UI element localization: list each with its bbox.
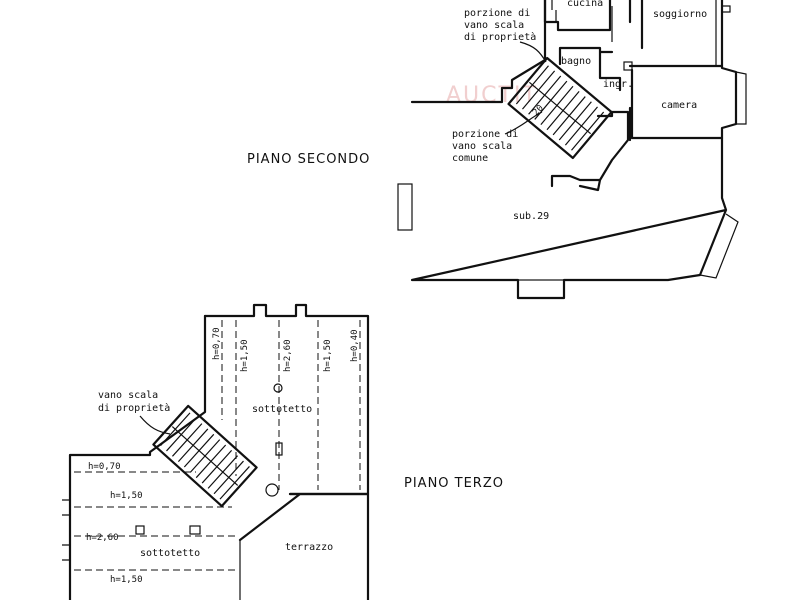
third-floor-stair xyxy=(152,404,258,508)
height-label-v3: h=2,60 xyxy=(283,339,293,372)
second-floor-plan: 20 cucina soggiorno bagno ingr. camera s… xyxy=(247,0,747,300)
third-stair-label-2: di proprietà xyxy=(98,402,170,414)
soggiorno-details xyxy=(611,0,717,66)
room-label-bagno: bagno xyxy=(561,56,591,67)
height-label-h4: h=1,50 xyxy=(110,575,143,585)
height-label-h2: h=1,50 xyxy=(110,491,143,501)
stair-own-label-3: di proprietà xyxy=(464,31,536,43)
room-label-camera: camera xyxy=(661,100,697,111)
cucina-walls xyxy=(543,0,644,50)
third-floor-plan: h=0,70 h=1,50 h=2,60 h=1,50 h=0,40 h=0,7… xyxy=(62,303,504,600)
stair-own-label-1: porzione di xyxy=(464,8,530,19)
cucina-detail xyxy=(551,0,557,22)
third-floor-upper-wall xyxy=(203,303,370,496)
soggiorno-window xyxy=(722,5,731,13)
stair-common-label-3: comune xyxy=(452,153,488,164)
room-label-sottotetto-upper: sottotetto xyxy=(252,404,312,415)
column-mark xyxy=(273,383,283,393)
third-floor-title: PIANO TERZO xyxy=(404,476,504,491)
second-floor-left-bay xyxy=(397,183,413,231)
stair-common-leader xyxy=(504,111,543,135)
stair-common-label-2: vano scala xyxy=(452,141,512,152)
third-stair-label-1: vano scala xyxy=(98,390,158,401)
camera-walls xyxy=(628,64,724,142)
height-label-h3: h=2,60 xyxy=(86,533,119,543)
third-floor-upper-left-wall xyxy=(68,314,207,600)
room-label-sub: sub.29 xyxy=(513,211,549,222)
camera-window xyxy=(735,71,747,125)
pillar-3 xyxy=(189,525,201,535)
room-label-soggiorno: soggiorno xyxy=(653,9,707,20)
room-label-sottotetto-lower: sottotetto xyxy=(140,548,200,559)
second-floor-bottom-bay xyxy=(517,279,565,299)
height-label-h1: h=0,70 xyxy=(88,462,121,472)
common-stair-walls xyxy=(550,110,630,192)
room-label-terrazzo: terrazzo xyxy=(285,542,333,553)
second-floor-title: PIANO SECONDO xyxy=(247,152,370,167)
height-label-v1: h=0,70 xyxy=(212,327,222,360)
height-label-v5: h=0,40 xyxy=(350,329,360,362)
stair-own-leader xyxy=(519,41,547,63)
watermark: AUCTIT xyxy=(446,83,538,108)
pillar-1 xyxy=(275,442,283,456)
terrazzo-wall xyxy=(238,492,370,600)
room-label-cucina: cucina xyxy=(567,0,603,9)
ingr-pillar xyxy=(623,61,633,71)
second-floor-stair xyxy=(507,56,613,160)
door-mark xyxy=(265,483,279,497)
height-label-v4: h=1,50 xyxy=(323,339,333,372)
pillar-2 xyxy=(135,525,145,535)
left-window-marks xyxy=(62,499,71,561)
room-label-ingr: ingr. xyxy=(603,79,633,90)
third-stair-leader xyxy=(139,415,171,435)
stair-own-label-2: vano scala xyxy=(464,20,524,31)
second-floor-right-bay xyxy=(699,213,739,279)
bagno-walls xyxy=(558,46,622,92)
height-label-v2: h=1,50 xyxy=(240,339,250,372)
stair-common-label-1: porzione di xyxy=(452,129,518,140)
